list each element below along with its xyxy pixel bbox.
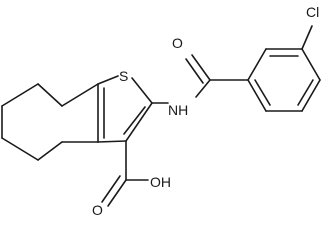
- carbonyl-oxygen-label: O: [172, 35, 183, 51]
- carboxylic-acid-group: [101, 140, 149, 207]
- amide-linkage: [151, 54, 211, 104]
- acid-oh-label: OH: [150, 174, 171, 190]
- bond-ar6-ar1: [247, 79, 267, 112]
- sulfur-label: S: [119, 68, 128, 84]
- bond-s-c2: [131, 77, 153, 104]
- bond-ar4-ar5: [301, 79, 321, 112]
- bond-c2-c3: [125, 102, 153, 142]
- thiophene-ring: [61, 75, 153, 143]
- bond-c7a-s: [97, 75, 119, 85]
- bond-c4-c3a: [1, 137, 39, 161]
- bond-n-co: [195, 79, 211, 98]
- bond-ar3-cl: [301, 25, 313, 50]
- bond-ar4-ar5-inner: [297, 79, 314, 106]
- amide-nh-label: NH: [168, 102, 188, 118]
- bond-c-o-acid-double: [101, 175, 121, 203]
- bond-c2-c3-double: [123, 106, 146, 135]
- bond-c7a-c7: [61, 83, 99, 107]
- bond-c3a-c4b: [37, 141, 63, 161]
- acid-oxygen-label: O: [92, 202, 103, 218]
- bond-c-o-double: [185, 58, 204, 84]
- bond-c3-c3a: [97, 140, 127, 143]
- bond-c7-c6: [37, 83, 63, 107]
- benzene-ring: [209, 25, 321, 112]
- bond-ar6-ar1-inner: [254, 79, 271, 106]
- cyclohexane-ring: [1, 83, 99, 161]
- chemical-structure-diagram: S NH O Cl OH O: [1, 4, 321, 218]
- bond-c6-c5: [1, 83, 39, 107]
- bond-c-o-acid: [107, 179, 127, 207]
- chlorine-label: Cl: [306, 4, 319, 20]
- bond-ar3-ar4: [301, 48, 321, 81]
- bond-c-o: [191, 54, 211, 81]
- bond-ar1-ar2: [247, 48, 267, 81]
